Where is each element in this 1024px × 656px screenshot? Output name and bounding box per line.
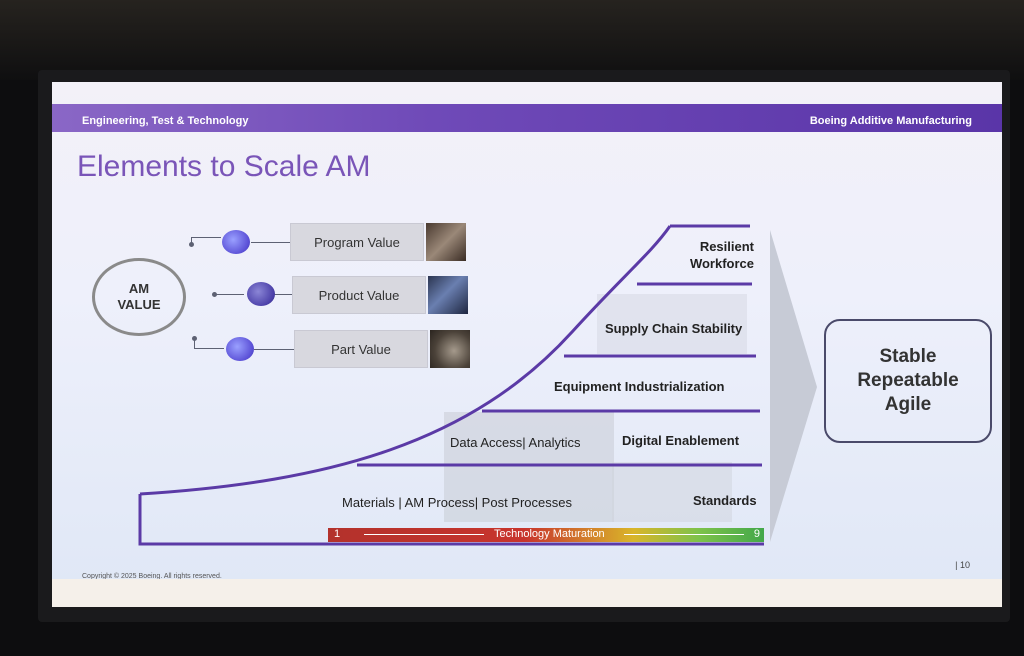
layer-standards: Standards — [693, 493, 757, 508]
maturation-start: 1 — [334, 528, 341, 540]
copyright-notice: Copyright © 2025 Boeing. All rights rese… — [82, 573, 222, 580]
value-bullet-icon — [247, 282, 275, 306]
presentation-slide: Engineering, Test & Technology Boeing Ad… — [52, 82, 1002, 607]
connector-line — [251, 242, 291, 243]
program-value-box: Program Value — [290, 223, 424, 261]
connector-line — [274, 294, 296, 295]
value-bullet-icon — [222, 230, 250, 254]
technology-maturation-bar: 1 Technology Maturation 9 — [328, 528, 764, 542]
product-value-box: Product Value — [292, 276, 426, 314]
header-program: Boeing Additive Manufacturing — [809, 115, 972, 127]
scaling-curve-graphic — [138, 224, 817, 546]
maturation-arrow — [364, 534, 484, 535]
growth-curve — [139, 225, 672, 496]
maturation-end: 9 — [753, 528, 760, 540]
connector-end — [212, 292, 217, 297]
part-texture-background — [612, 462, 732, 522]
base-outline — [138, 494, 764, 546]
result-stable: Stable — [879, 346, 937, 368]
aircraft-photo-thumbnail — [426, 223, 466, 261]
value-bullet-icon — [226, 337, 254, 361]
am-value-circle: AM VALUE — [92, 258, 186, 336]
layer-data-access-analytics: Data Access| Analytics — [450, 435, 581, 450]
layer-equipment-industrialization: Equipment Industrialization — [554, 379, 725, 394]
header-department: Engineering, Test & Technology — [82, 115, 249, 127]
room-background — [0, 0, 1024, 80]
maturation-arrow — [624, 534, 744, 535]
result-agile: Agile — [884, 393, 932, 415]
connector-line — [216, 294, 244, 295]
maturation-label: Technology Maturation — [494, 528, 605, 540]
layer-supply-chain-stability: Supply Chain Stability — [605, 321, 743, 336]
part-photo-thumbnail — [430, 330, 470, 368]
slide-bottom-strip — [52, 579, 1002, 607]
world-map-background — [597, 294, 747, 354]
connector-line — [191, 237, 192, 245]
layer-materials-process: Materials | AM Process| Post Processes — [342, 495, 572, 510]
slide-title: Elements to Scale AM — [77, 150, 371, 183]
layer-digital-enablement: Digital Enablement — [622, 433, 740, 448]
header-bar: Engineering, Test & Technology Boeing Ad… — [52, 104, 1002, 132]
page-number: | 10 — [955, 560, 970, 570]
product-photo-thumbnail — [428, 276, 468, 314]
connector-line — [194, 348, 224, 349]
layer-resilient-workforce: Resilient Workforce — [689, 239, 754, 271]
connector-line — [191, 237, 221, 238]
material-texture-background — [444, 412, 614, 522]
result-repeatable: Repeatable — [857, 370, 959, 392]
connector-line — [194, 338, 195, 348]
connector-line — [254, 349, 294, 350]
right-chevron-arrow — [770, 230, 817, 542]
part-value-box: Part Value — [294, 330, 428, 368]
result-box: Stable Repeatable Agile — [824, 319, 992, 443]
